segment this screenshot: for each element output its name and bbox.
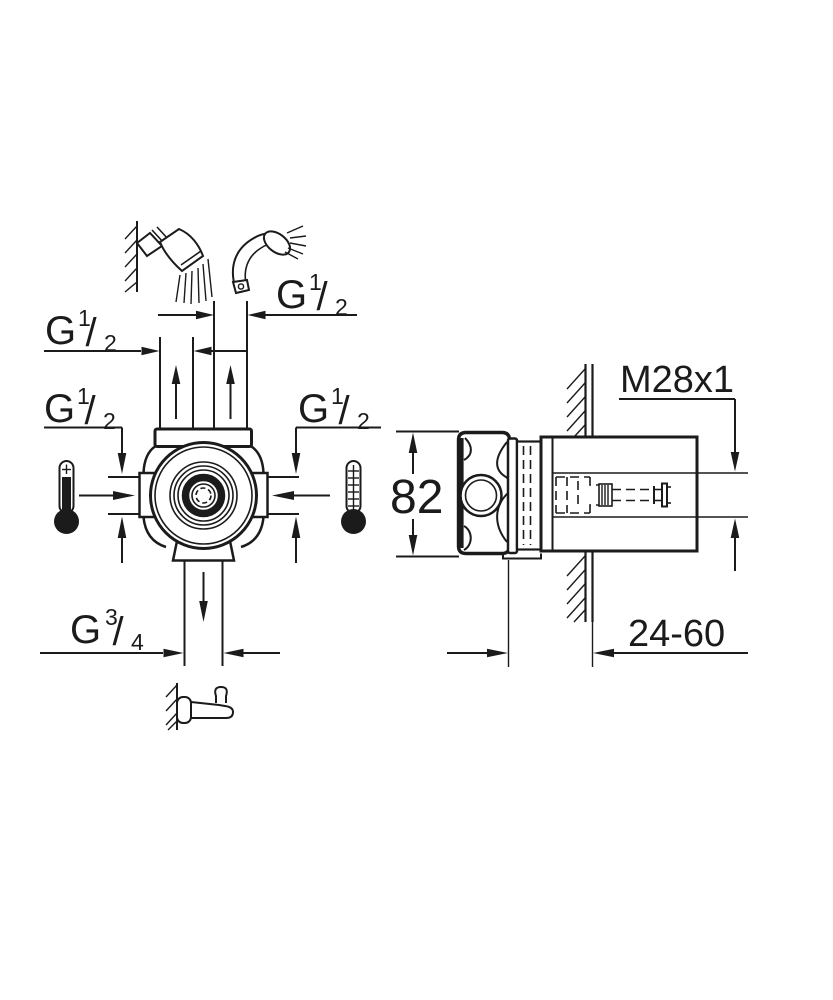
thread-denominator: 2 bbox=[335, 294, 348, 320]
headshower-pipe bbox=[159, 337, 194, 429]
hot-inlet-stub bbox=[79, 476, 140, 515]
thread-denominator: 4 bbox=[131, 629, 144, 655]
thread-value: M28x1 bbox=[620, 359, 734, 401]
thread-denominator: 2 bbox=[103, 408, 116, 434]
hot-thermometer-icon bbox=[54, 460, 79, 534]
thread-prefix: G bbox=[298, 387, 329, 431]
rough-in-body-side bbox=[456, 430, 542, 560]
cold-thermometer-icon bbox=[341, 460, 366, 534]
cold-inlet-stub bbox=[267, 476, 330, 515]
front-view: G 1 / 2 G 1 / 2 bbox=[40, 221, 381, 731]
dim-installation-depth: 24-60 bbox=[447, 560, 748, 667]
label-spout-outlet: G 3 / 4 bbox=[70, 604, 144, 655]
label-cold-inlet: G 1 / 2 bbox=[298, 383, 370, 434]
wall-shower-icon bbox=[124, 221, 213, 305]
thread-numerator: 1 bbox=[309, 269, 322, 295]
thread-slash: / bbox=[317, 275, 329, 319]
valve-body-front bbox=[138, 427, 269, 562]
installation-depth-value: 24-60 bbox=[628, 613, 725, 655]
thread-numerator: 1 bbox=[78, 305, 91, 331]
thread-prefix: G bbox=[44, 387, 75, 431]
hand-shower-icon bbox=[231, 225, 307, 295]
label-handshower-outlet: G 1 / 2 bbox=[276, 269, 348, 320]
thread-slash: / bbox=[113, 610, 125, 654]
mounting-plate bbox=[506, 437, 543, 555]
cartridge-spindle bbox=[553, 472, 748, 518]
thread-slash: / bbox=[85, 389, 97, 433]
spout-icon bbox=[165, 683, 235, 731]
dim-cold-inlet: G 1 / 2 bbox=[291, 383, 381, 563]
flow-up-arrows bbox=[171, 365, 235, 419]
thread-denominator: 2 bbox=[104, 330, 117, 356]
dim-headshower-connection: G 1 / 2 bbox=[44, 305, 247, 356]
thread-numerator: 3 bbox=[105, 604, 118, 630]
label-hot-inlet: G 1 / 2 bbox=[44, 383, 116, 434]
thread-numerator: 1 bbox=[77, 383, 90, 409]
thread-prefix: G bbox=[70, 608, 101, 652]
thread-slash: / bbox=[339, 389, 351, 433]
wall-top bbox=[566, 364, 594, 438]
sleeve bbox=[539, 435, 699, 553]
dim-spout-connection: G 3 / 4 bbox=[40, 604, 280, 658]
dim-handshower-connection: G 1 / 2 bbox=[158, 269, 357, 320]
label-headshower-outlet: G 1 / 2 bbox=[45, 305, 117, 356]
wall-bottom bbox=[566, 551, 594, 623]
dim-hot-inlet: G 1 / 2 bbox=[44, 383, 127, 563]
spout-pipe bbox=[183, 560, 224, 666]
dim-thread: M28x1 bbox=[619, 359, 740, 571]
handshower-pipe bbox=[213, 301, 248, 429]
dim-body-height: 82 bbox=[390, 430, 459, 558]
side-view: 82 M28x1 24-60 bbox=[390, 359, 748, 667]
thread-prefix: G bbox=[276, 273, 307, 317]
thread-numerator: 1 bbox=[331, 383, 344, 409]
thread-prefix: G bbox=[45, 309, 76, 353]
thread-denominator: 2 bbox=[357, 408, 370, 434]
body-height-value: 82 bbox=[390, 471, 443, 524]
thread-slash: / bbox=[86, 311, 98, 355]
